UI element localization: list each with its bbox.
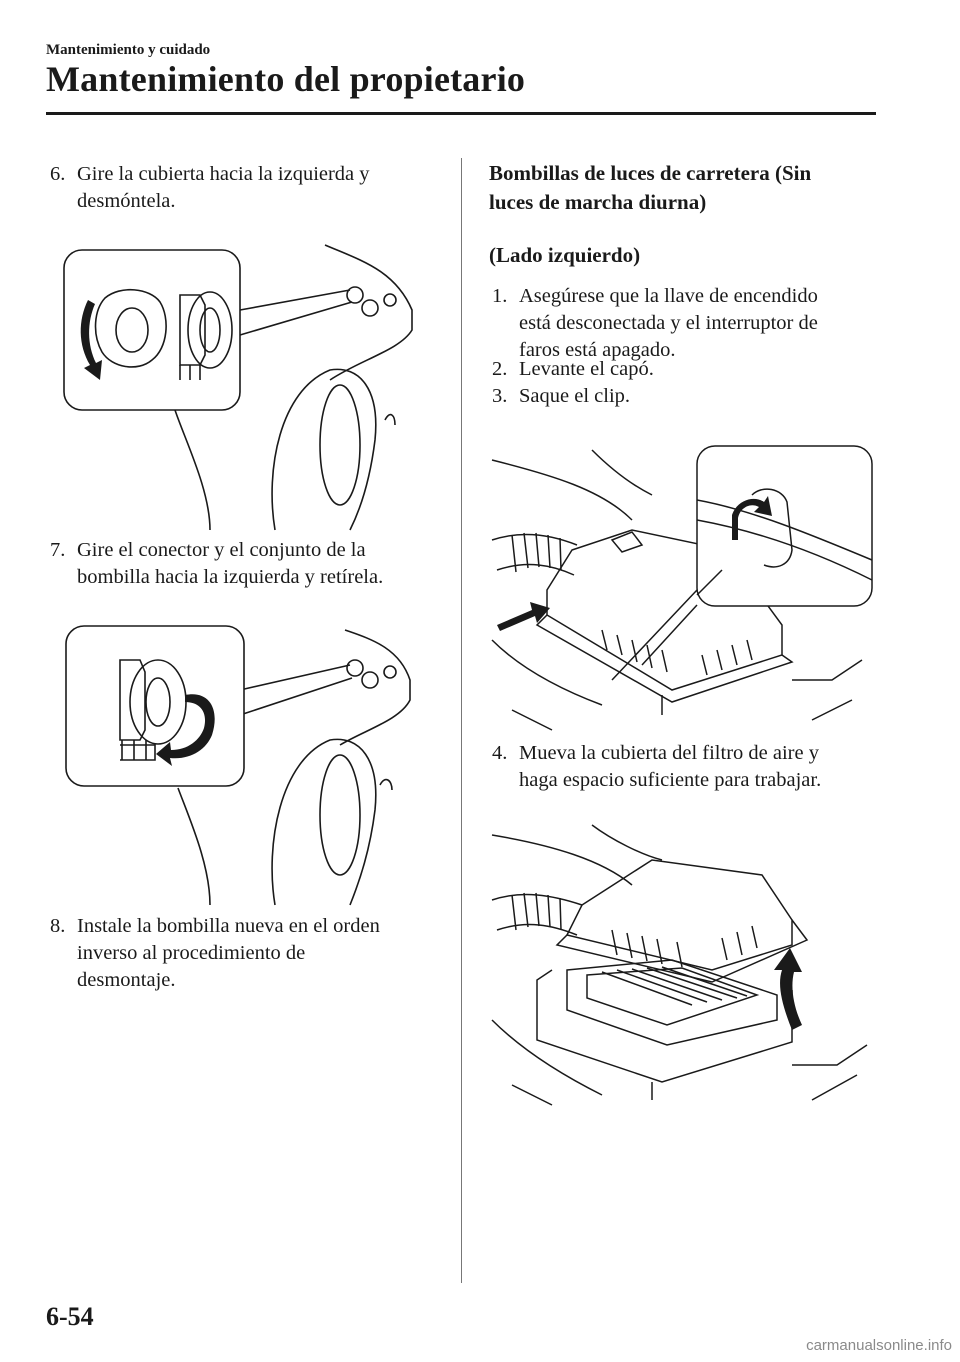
page-number: 6-54 — [46, 1302, 94, 1331]
section-label: Mantenimiento y cuidado — [46, 42, 211, 58]
step-text: Gire la cubierta hacia la izquierda y de… — [77, 163, 370, 212]
step-text: Gire el conector y el conjunto de la bom… — [77, 539, 384, 588]
cover-removal-illustration — [60, 240, 420, 530]
step-6: 6. Gire la cubierta hacia la izquierda y… — [50, 161, 410, 215]
step-4: 4. Mueva la cubierta del filtro de aire … — [492, 740, 862, 794]
column-divider — [461, 158, 462, 1283]
curved-arrow-icon — [732, 496, 772, 540]
step-2: 2. Levante el capó. — [492, 356, 852, 383]
step-text: Mueva la cubierta del filtro de aire y h… — [519, 742, 822, 791]
step-number: 4. — [492, 742, 508, 764]
step-number: 6. — [50, 163, 66, 185]
page-title: Mantenimiento del propietario — [46, 59, 526, 99]
watermark: carmanualsonline.info — [806, 1337, 952, 1354]
arrow-icon — [497, 602, 550, 631]
title-rule — [46, 112, 876, 115]
step-number: 1. — [492, 285, 508, 307]
air-filter-cover-illustration — [492, 820, 877, 1105]
section-heading: Bombillas de luces de carretera (Sin luc… — [489, 161, 812, 214]
step-1: 1. Asegúrese que la llave de encendido e… — [492, 283, 852, 364]
section-subheading: (Lado izquierdo) — [489, 243, 641, 267]
up-arrow-icon — [774, 948, 802, 1030]
step-7: 7. Gire el conector y el conjunto de la … — [50, 537, 420, 591]
counterclockwise-arrow-icon — [80, 300, 102, 380]
step-number: 8. — [50, 915, 66, 937]
step-text: Asegúrese que la llave de encendido está… — [519, 285, 818, 361]
step-3: 3. Saque el clip. — [492, 383, 852, 410]
step-8: 8. Instale la bombilla nueva en el orden… — [50, 913, 400, 994]
bulb-removal-illustration — [60, 620, 420, 905]
step-text: Instale la bombilla nueva en el orden in… — [77, 915, 380, 991]
step-number: 2. — [492, 358, 508, 380]
step-number: 7. — [50, 539, 66, 561]
clip-removal-illustration — [492, 440, 877, 730]
counterclockwise-arrow-icon — [156, 694, 215, 766]
step-text: Saque el clip. — [519, 385, 631, 407]
step-number: 3. — [492, 385, 508, 407]
step-text: Levante el capó. — [519, 358, 654, 380]
